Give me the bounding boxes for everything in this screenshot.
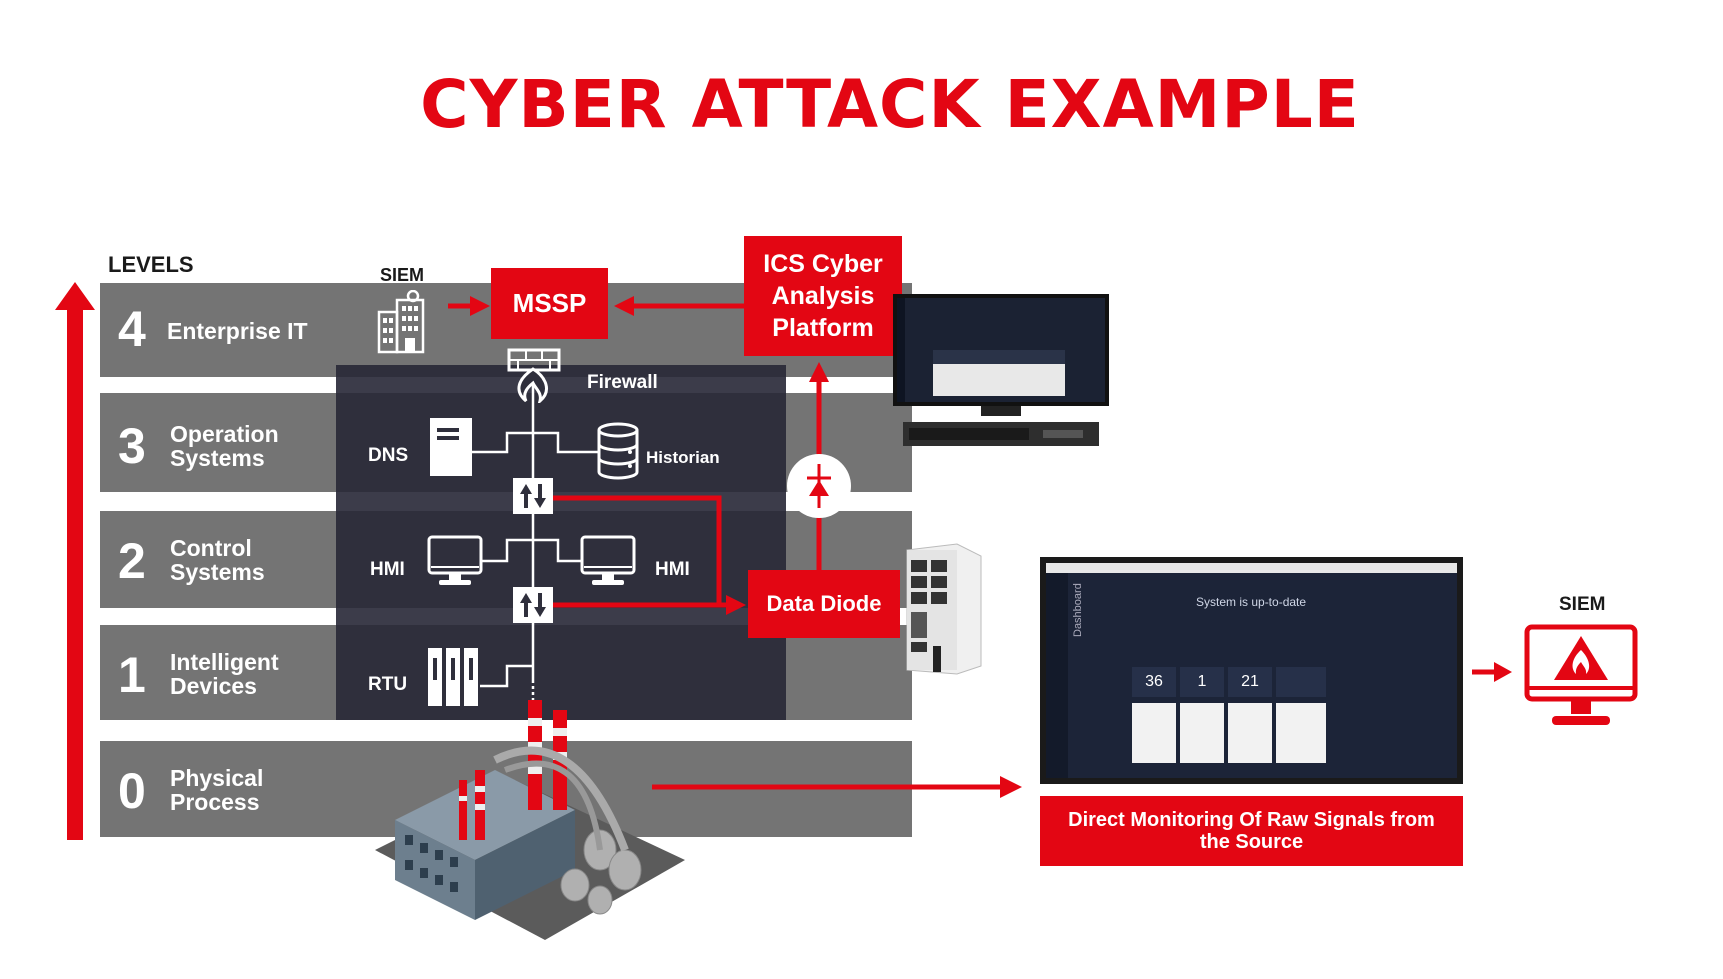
- building-icon: [377, 290, 425, 354]
- monitoring-screen: Dashboard System is up-to-date 36 1 21: [1040, 557, 1463, 784]
- server-icon: [430, 418, 472, 476]
- levels-up-arrow: [55, 282, 95, 840]
- siem-to-mssp-arrowhead: [470, 296, 490, 316]
- stat-card: 1: [1180, 667, 1224, 697]
- historian-label: Historian: [646, 448, 720, 467]
- level-4-name: Enterprise IT: [167, 318, 308, 344]
- factory-icon: [375, 700, 685, 940]
- panel-divider: [336, 377, 786, 393]
- level-2-name: Control Systems: [170, 535, 265, 585]
- switch-icon: [513, 587, 553, 623]
- dns-label: DNS: [368, 445, 409, 466]
- info-card: [1276, 703, 1326, 763]
- database-icon: [597, 422, 639, 480]
- hmi-right-label: HMI: [655, 559, 690, 580]
- level-3-number: 3: [118, 418, 146, 474]
- ics-cyber-analysis-box: ICS Cyber Analysis Platform: [744, 236, 902, 356]
- page-title: CYBER ATTACK EXAMPLE: [420, 66, 1360, 143]
- level-3-name: Operation Systems: [170, 421, 279, 471]
- monitor-icon: [427, 535, 483, 585]
- level-0-name: Physical Process: [170, 765, 264, 815]
- ics-to-mssp-arrowhead: [614, 296, 634, 316]
- stat-card-chart: [1276, 667, 1326, 697]
- level-0-number: 0: [118, 763, 146, 819]
- info-card: [1228, 703, 1272, 763]
- dashboard-view: Dashboard System is up-to-date 36 1 21: [1046, 563, 1457, 778]
- level-1-name: Intelligent Devices: [170, 649, 279, 699]
- levels-heading: LEVELS: [108, 252, 194, 277]
- status-header: System is up-to-date: [1196, 595, 1307, 609]
- stat-card: 21: [1228, 667, 1272, 697]
- siem-top-label: SIEM: [380, 265, 425, 285]
- side-nav: [1046, 573, 1068, 778]
- rtu-label: RTU: [368, 674, 408, 695]
- info-card: [1180, 703, 1224, 763]
- panel-divider: [336, 608, 786, 625]
- hmi-left-label: HMI: [370, 559, 405, 580]
- firewall-label: Firewall: [587, 372, 658, 393]
- info-card: [1132, 703, 1176, 763]
- switch-icon: [513, 478, 553, 514]
- siem-right-label: SIEM: [1559, 594, 1606, 615]
- level-1-number: 1: [118, 647, 146, 703]
- diode-to-ics-arrowhead: [809, 362, 829, 382]
- siem-alert-monitor-icon: [1524, 624, 1638, 725]
- firewall-icon: [507, 348, 561, 403]
- flame-icon: [1572, 650, 1590, 674]
- level-2-number: 2: [118, 533, 146, 589]
- tap-arrowhead: [726, 595, 746, 615]
- level-4-number: 4: [118, 301, 146, 357]
- analysis-platform-monitor: [893, 294, 1109, 446]
- browser-bar: [1046, 563, 1457, 573]
- direct-monitoring-box: Direct Monitoring Of Raw Signals from th…: [1040, 796, 1463, 866]
- rtu-icon: [428, 648, 478, 706]
- mssp-box: MSSP: [491, 268, 608, 339]
- network-panel: [336, 365, 786, 720]
- diode-hardware-icon: [906, 543, 982, 675]
- monitor-icon: [580, 535, 636, 585]
- dashboard-tab: Dashboard: [1072, 583, 1084, 637]
- stat-card: 36: [1132, 667, 1176, 697]
- data-diode-box: Data Diode: [748, 570, 900, 638]
